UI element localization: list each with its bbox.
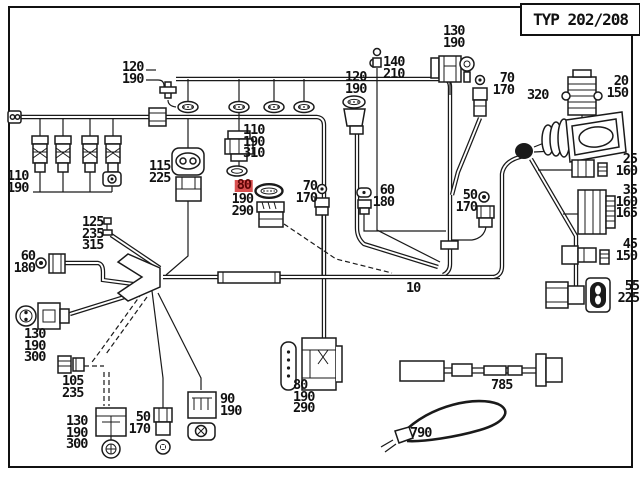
model-type-label: TYP 202/208 (533, 10, 629, 29)
grommet-70-170-top (472, 74, 488, 117)
injector-connector (81, 135, 99, 173)
connector-130-190-300-lower (95, 407, 127, 459)
connector-60-180-mid (356, 187, 372, 215)
sensor-connector-55-225 (545, 277, 611, 313)
screw-125-235-315 (102, 217, 113, 236)
label-10-trunk[interactable]: 10 (406, 280, 421, 296)
bottom-connector-80-190-290 (280, 337, 343, 391)
headlamp-320 (541, 111, 627, 163)
t-fitting-120-190 (159, 81, 177, 99)
connector-115-225 (171, 147, 205, 202)
connector-90-190 (187, 391, 217, 441)
connector-20-150 (561, 69, 603, 116)
injector-connector (54, 135, 72, 173)
connector-35-160-165 (577, 189, 616, 235)
connector-50-170-right (440, 191, 495, 250)
label-790[interactable]: 790 (410, 425, 432, 441)
coil-connector-120-190-mid (342, 95, 366, 135)
injector-connector (31, 135, 49, 173)
relay-assembly-785 (399, 353, 563, 387)
connector-60-180-left (35, 253, 66, 274)
main-harness-trunk (116, 253, 281, 302)
grommet-connector (102, 171, 122, 187)
rail-end-cap (7, 110, 22, 124)
connector-190-290 (256, 201, 285, 228)
coil-oval-connector (228, 100, 250, 114)
connector-110-190-310 (224, 130, 254, 177)
injector-connectors (31, 135, 122, 187)
rail-barrel-fitting (148, 107, 167, 127)
connector-45-150 (561, 245, 610, 265)
connector-130-190-300-upper (15, 302, 70, 330)
coil-oval-connector (263, 100, 285, 114)
connector-25-160 (571, 159, 608, 178)
grommet-70-170-mid (314, 183, 330, 216)
harness-grommet (515, 143, 533, 159)
harness-wires (14, 68, 583, 440)
injector-connector (104, 135, 122, 173)
bracket-130-190-top (430, 55, 475, 83)
coil-oval-connector (293, 100, 315, 114)
label-80-highlighted[interactable]: 80 (234, 177, 253, 193)
coil-oval-connector (177, 100, 199, 114)
branch-junction (116, 253, 161, 302)
antenna-lead-140-210 (369, 47, 382, 68)
connector-105-235 (57, 355, 85, 374)
label-785[interactable]: 785 (491, 377, 513, 393)
cable-tie-790 (380, 399, 507, 453)
label-320[interactable]: 320 (527, 87, 549, 103)
coil-oval-connectors (177, 100, 315, 114)
highlighted-oval-connector-80 (254, 182, 284, 199)
connector-50-170-bottom (153, 407, 173, 455)
model-type-box: TYP 202/208 (520, 3, 640, 36)
